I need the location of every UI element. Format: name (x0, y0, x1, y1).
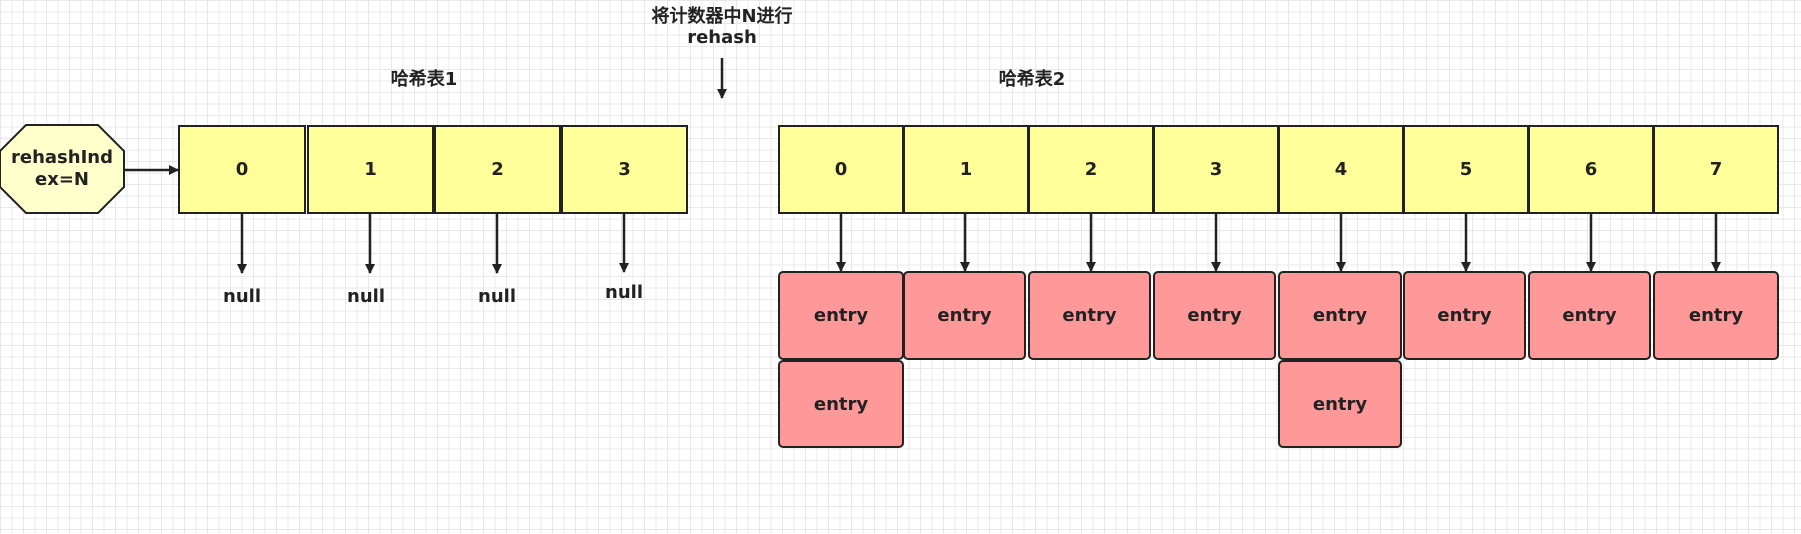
table2-slot-6: 6 (1528, 125, 1654, 214)
rehash-index-line2: ex=N (35, 169, 89, 190)
table2-entry-0: entry (778, 271, 904, 360)
rehash-index-label: rehashInd ex=N (0, 125, 124, 213)
table2-chained-entry-0: entry (778, 360, 904, 448)
table2-entry-7: entry (1653, 271, 1779, 360)
table2-entry-3: entry (1153, 271, 1276, 360)
table2-slot-2: 2 (1028, 125, 1154, 214)
table2-chained-entry-4: entry (1278, 360, 1402, 448)
table2-slot-5: 5 (1403, 125, 1529, 214)
table2-entry-5: entry (1403, 271, 1526, 360)
rehash-note-line1: 将计数器中N进行 (651, 6, 793, 27)
table1-null-2: null (478, 286, 516, 307)
table2-slot-4: 4 (1278, 125, 1404, 214)
table2-entry-2: entry (1028, 271, 1151, 360)
table2-slot-7: 7 (1653, 125, 1779, 214)
rehash-note-line2: rehash (687, 27, 757, 48)
table1-null-3: null (605, 282, 643, 303)
rehash-index-line1: rehashInd (11, 147, 113, 168)
table2-entry-4: entry (1278, 271, 1402, 360)
table2-entry-6: entry (1528, 271, 1651, 360)
table1-null-0: null (223, 286, 261, 307)
table1-slot-3: 3 (561, 125, 688, 214)
table2-slot-1: 1 (903, 125, 1029, 214)
table1-slot-2: 2 (434, 125, 561, 214)
table1-slot-1: 1 (307, 125, 434, 214)
table2-slot-0: 0 (778, 125, 904, 214)
table1-null-1: null (347, 286, 385, 307)
table2-slot-3: 3 (1153, 125, 1279, 214)
table1-title: 哈希表1 (390, 69, 458, 90)
table2-entry-1: entry (903, 271, 1026, 360)
table1-slot-0: 0 (178, 125, 306, 214)
table2-title: 哈希表2 (998, 69, 1066, 90)
